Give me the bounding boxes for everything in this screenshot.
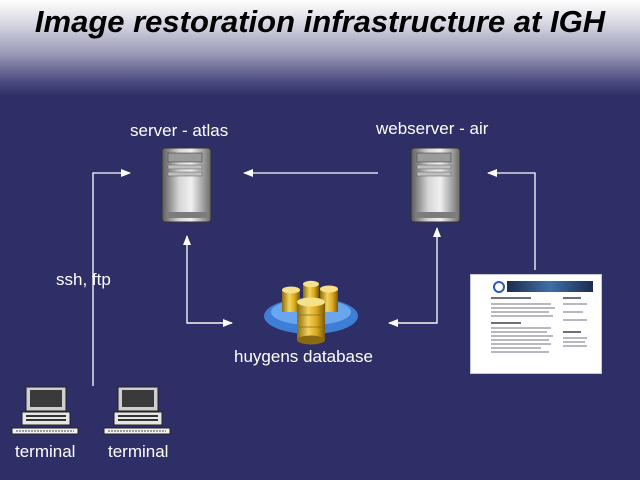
web-page-screenshot bbox=[470, 274, 602, 374]
server-label: server - atlas bbox=[130, 121, 229, 140]
web-logo-icon bbox=[493, 281, 505, 293]
webserver-label: webserver - air bbox=[376, 119, 489, 138]
edge-database-server bbox=[183, 235, 233, 327]
computer-terminal-icon bbox=[103, 386, 171, 435]
slide-title: Image restoration infrastructure at IGH bbox=[34, 4, 606, 39]
database-cylinders-icon bbox=[264, 280, 358, 345]
server-tower-icon bbox=[161, 147, 212, 223]
web-banner bbox=[507, 281, 593, 292]
edge-webpage-to-webserver bbox=[487, 169, 536, 270]
server-tower-icon bbox=[410, 147, 461, 223]
terminal-label: terminal bbox=[15, 442, 76, 461]
edge-label-ssh-ftp: ssh, ftp bbox=[56, 270, 111, 289]
title-banner bbox=[0, 0, 640, 96]
database-label: huygens database bbox=[234, 347, 373, 366]
edge-database-webserver bbox=[388, 227, 441, 327]
computer-terminal-icon bbox=[11, 386, 79, 435]
terminal-label: terminal bbox=[108, 442, 169, 461]
edge-terminal-to-server bbox=[92, 169, 131, 386]
